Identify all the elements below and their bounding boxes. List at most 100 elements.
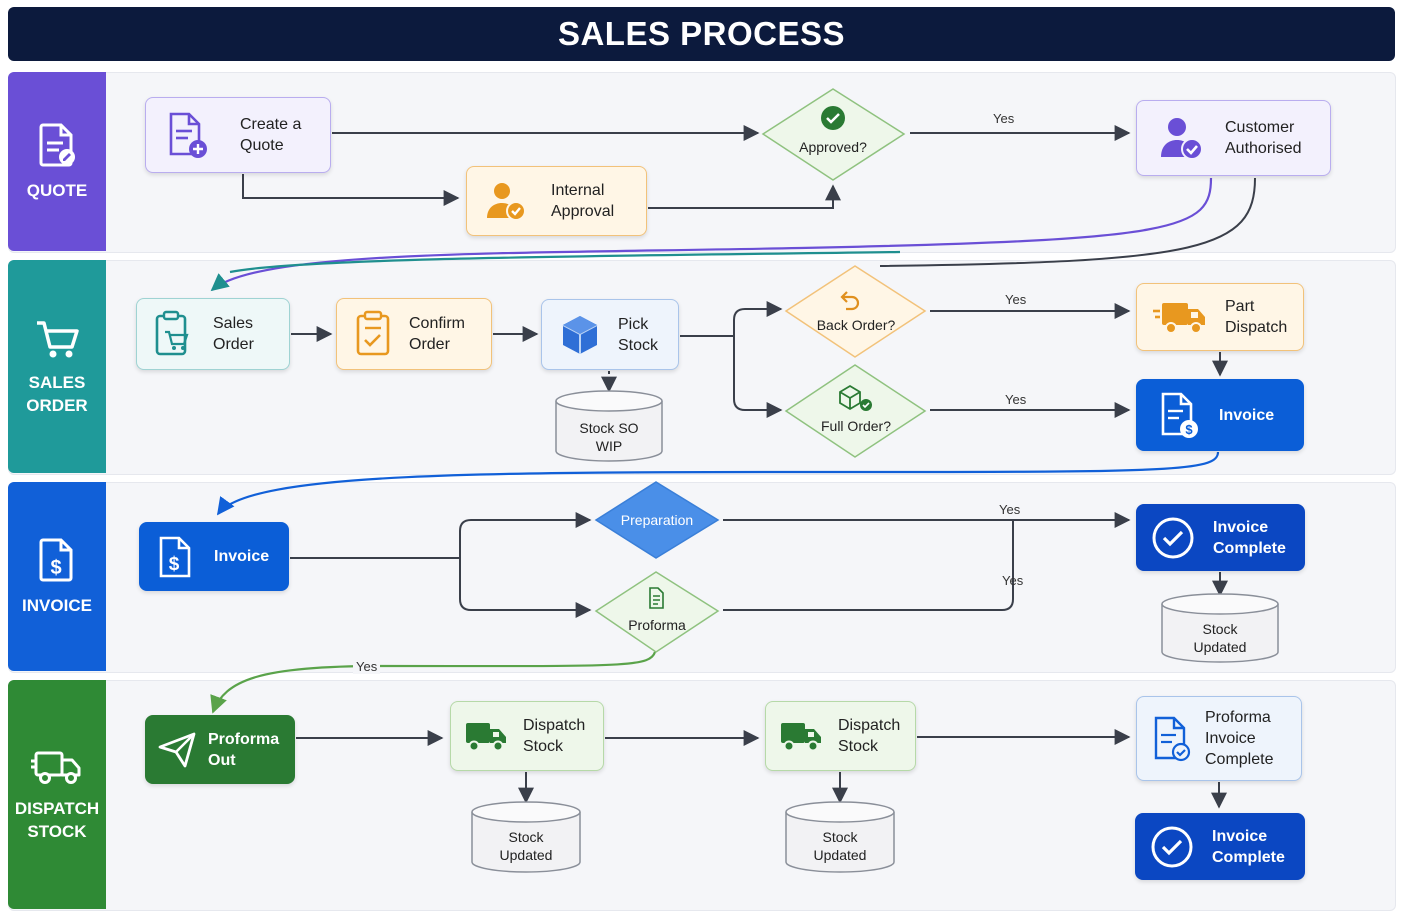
- edge-proforma-to-dispatch: [210, 651, 657, 714]
- box-check-icon: [839, 384, 861, 411]
- invoice-so-label: Invoice: [1219, 406, 1275, 424]
- stock-updated-label-2: Stock Updated: [499, 829, 553, 863]
- preparation-label: Preparation: [620, 512, 694, 528]
- check-circle-icon: [1151, 826, 1193, 867]
- edge-invoice-to-preparation: [459, 512, 592, 558]
- proforma-out-node[interactable]: Proforma Out: [145, 715, 295, 784]
- create-quote-label: Create a Quote: [240, 116, 302, 154]
- proforma-invoice-complete-node[interactable]: Proforma Invoice Complete: [1136, 696, 1302, 781]
- proforma-diamond[interactable]: [594, 571, 720, 653]
- svg-text:$: $: [169, 554, 180, 575]
- svg-text:$: $: [1185, 422, 1193, 437]
- back-order-diamond[interactable]: [784, 265, 927, 358]
- user-check-icon: [487, 183, 526, 221]
- quote-lane-tab: QUOTE: [8, 72, 106, 251]
- edge-pick-to-full-order: [733, 336, 783, 418]
- invoice-dollar-icon: $: [39, 538, 73, 582]
- user-verified-icon: [1161, 118, 1203, 160]
- edge-customer-to-sales-order: [210, 177, 1213, 292]
- check-circle-icon: [821, 106, 845, 130]
- edge-internal-to-approved: [648, 184, 841, 209]
- invoice-complete-label-2: Invoice Complete: [1212, 827, 1285, 866]
- confirm-order-label: Confirm Order: [409, 315, 466, 353]
- clipboard-check-icon: [356, 310, 390, 356]
- edge-quote-to-internal: [242, 174, 460, 206]
- fast-truck-icon: [1153, 303, 1205, 334]
- check-mark-icon: [826, 113, 840, 124]
- stock-so-wip-label: Stock SO WIP: [579, 420, 639, 454]
- invoice-dollar-icon: $: [159, 536, 191, 577]
- invoice-main-node[interactable]: $ Invoice: [139, 522, 289, 591]
- approved-label: Approved?: [799, 139, 867, 155]
- quote-lane-label: QUOTE: [26, 181, 88, 200]
- part-dispatch-node[interactable]: Part Dispatch: [1136, 283, 1304, 351]
- preparation-yes-label: Yes: [999, 502, 1021, 517]
- approved-diamond[interactable]: [761, 88, 906, 181]
- paper-plane-icon: [158, 732, 196, 767]
- dispatch-lane-tab: DISPATCH STOCK: [8, 680, 106, 909]
- invoice-lane-tab: $ INVOICE: [8, 482, 106, 671]
- document-add-icon: [169, 112, 207, 158]
- edge-customer-to-sales-order-b: [879, 177, 1256, 267]
- dispatch-stock-label-2: Dispatch Stock: [838, 717, 901, 755]
- customer-authorised-label: Customer Authorised: [1225, 119, 1302, 157]
- sales-order-lane-label: SALES ORDER: [26, 372, 88, 415]
- delivery-truck-icon: [466, 723, 506, 752]
- create-quote-node[interactable]: Create a Quote: [145, 97, 331, 173]
- stock-updated-label-3: Stock Updated: [813, 829, 867, 863]
- invoice-main-label: Invoice: [214, 548, 270, 565]
- dispatch-stock-node-2[interactable]: Dispatch Stock: [765, 701, 916, 771]
- sales-order-label: Sales Order: [213, 315, 254, 353]
- delivery-truck-icon: [31, 751, 81, 784]
- dispatch-stock-node-1[interactable]: Dispatch Stock: [450, 701, 604, 771]
- shopping-cart-icon: [37, 320, 79, 357]
- back-order-yes-label: Yes: [1005, 292, 1027, 307]
- full-order-diamond[interactable]: [784, 364, 927, 458]
- customer-authorised-node[interactable]: Customer Authorised: [1136, 100, 1331, 176]
- dispatch-lane-label: DISPATCH STOCK: [14, 798, 100, 841]
- edge-pick-to-back-order: [680, 301, 783, 337]
- page-title: SALES PROCESS: [557, 15, 846, 52]
- undo-arrow-icon: [840, 291, 860, 311]
- clipboard-cart-icon: [155, 310, 189, 356]
- document-icon: [649, 587, 664, 609]
- back-order-label: Back Order?: [816, 317, 896, 333]
- edge-teal-curve: [229, 250, 901, 274]
- invoice-complete-node-2[interactable]: Invoice Complete: [1135, 813, 1305, 880]
- full-order-yes-label: Yes: [1005, 392, 1027, 407]
- delivery-truck-icon: [781, 723, 821, 752]
- proforma-yes-down-label: Yes: [353, 659, 381, 674]
- edge-invoice-to-proforma: [459, 558, 592, 618]
- edge-proforma-to-complete: [723, 520, 1014, 611]
- check-circle-icon: [1152, 517, 1194, 558]
- invoice-lane-label: INVOICE: [22, 596, 92, 615]
- invoice-so-node[interactable]: $ Invoice: [1136, 379, 1304, 451]
- edge-invoice-to-invoice-lane: [216, 451, 1220, 516]
- stock-updated-cylinder-2: [471, 801, 581, 873]
- svg-text:$: $: [50, 557, 61, 579]
- proforma-label: Proforma: [628, 617, 686, 633]
- preparation-diamond[interactable]: [594, 481, 720, 559]
- title-bar: SALES PROCESS: [8, 7, 1395, 61]
- stock-so-wip-cylinder: [555, 390, 663, 462]
- internal-approval-label: Internal Approval: [551, 182, 615, 220]
- stock-updated-cylinder-3: [785, 801, 895, 873]
- proforma-out-label: Proforma Out: [208, 730, 280, 769]
- proforma-invoice-complete-label: Proforma Invoice Complete: [1205, 709, 1274, 768]
- stock-updated-label-1: Stock Updated: [1193, 621, 1247, 655]
- invoice-dollar-icon: $: [1161, 392, 1198, 438]
- approved-yes-label: Yes: [993, 111, 1015, 126]
- pick-stock-node[interactable]: Pick Stock: [541, 299, 679, 370]
- pick-stock-label: Pick Stock: [618, 315, 659, 354]
- document-edit-icon: [39, 123, 75, 167]
- dispatch-stock-label-1: Dispatch Stock: [523, 717, 586, 755]
- document-check-icon: [1154, 716, 1191, 761]
- confirm-order-node[interactable]: Confirm Order: [336, 298, 492, 370]
- sales-order-lane-tab: SALES ORDER: [8, 260, 106, 473]
- full-order-label: Full Order?: [820, 418, 892, 434]
- internal-approval-node[interactable]: Internal Approval: [466, 166, 647, 236]
- invoice-complete-node-1[interactable]: Invoice Complete: [1136, 504, 1305, 571]
- stock-updated-cylinder-1: [1161, 593, 1279, 663]
- sales-order-node[interactable]: Sales Order: [136, 298, 290, 370]
